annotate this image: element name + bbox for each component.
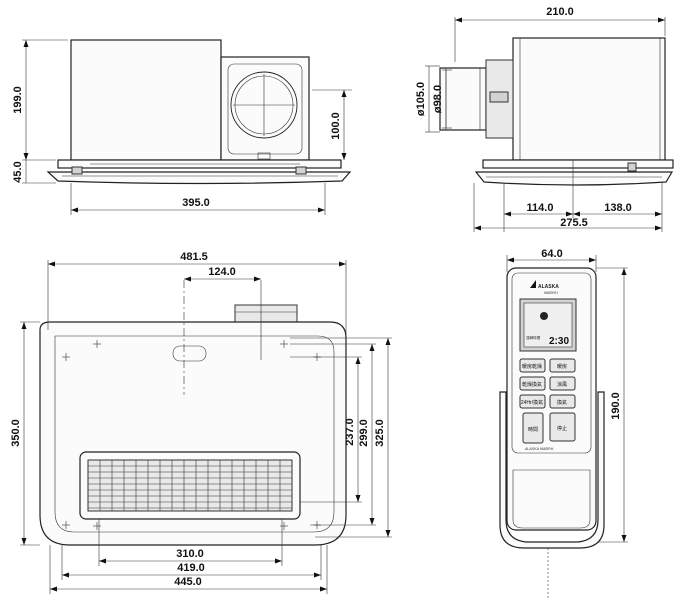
display-time: 2:30 [549, 336, 569, 347]
button-vent[interactable]: 換氣 [549, 394, 576, 409]
remote-model: 968SRH [544, 291, 558, 295]
dim-side-total: 275.5 [560, 217, 588, 229]
dim-remote-height: 190.0 [610, 392, 622, 420]
front-duct-box [220, 56, 310, 161]
front-panel [46, 171, 352, 185]
dim-front-duct: 100.0 [330, 112, 342, 140]
remote-holder [499, 391, 605, 549]
button-heat-dry[interactable]: 暖房乾燥 [519, 358, 546, 373]
dim-front-width: 395.0 [182, 197, 210, 209]
dim-side-right: 138.0 [604, 202, 632, 214]
dim-plan-inner-a: 237.0 [344, 418, 356, 446]
side-duct [439, 67, 487, 131]
display-status: 運轉時間 [526, 335, 541, 340]
dim-front-flange: 45.0 [12, 161, 24, 182]
button-stop[interactable]: 停止 [549, 412, 576, 442]
side-view: 210.0 ø105.0 ø98.0 114.0 138.0 275.5 [415, 6, 674, 232]
svg-text:乾燥換氣: 乾燥換氣 [522, 381, 542, 388]
front-housing [70, 39, 222, 161]
dim-plan-depth: 350.0 [10, 419, 22, 447]
button-time[interactable]: 時間 [522, 412, 544, 444]
button-dry-vent[interactable]: 乾燥換氣 [519, 376, 546, 391]
button-cool[interactable]: 涼風 [549, 376, 576, 391]
svg-text:時間: 時間 [528, 427, 538, 433]
plan-view: 481.5 124.0 350.0 237.0 299.0 325.0 [10, 251, 392, 594]
fan-icon [540, 312, 548, 320]
svg-text:停止: 停止 [557, 425, 567, 432]
svg-text:涼風: 涼風 [557, 381, 567, 388]
svg-text:暖房: 暖房 [557, 363, 567, 370]
dim-plan-total: 481.5 [180, 251, 208, 263]
dim-remote-width: 64.0 [541, 248, 562, 260]
dim-side-offset: 114.0 [527, 202, 554, 214]
remote-view: 64.0 190.0 ALASKA 968SRH 運轉時間 2:30 暖房乾燥 … [499, 248, 628, 598]
dim-plan-duct-offset: 124.0 [208, 266, 236, 278]
dim-plan-body: 419.0 [177, 562, 205, 574]
front-view: 199.0 45.0 100.0 395.0 [12, 39, 352, 215]
dim-plan-inner-b: 299.0 [358, 419, 370, 447]
side-housing [512, 37, 666, 161]
button-heat[interactable]: 暖房 [549, 358, 576, 373]
brand-logo-icon [530, 280, 536, 288]
dim-side-duct-outer: ø105.0 [415, 82, 427, 116]
dim-side-top: 210.0 [546, 6, 574, 18]
button-24hr-vent[interactable]: 24Hr/換氣 [519, 394, 546, 409]
dim-plan-grille: 310.0 [176, 548, 204, 560]
dim-plan-inner-c: 325.0 [374, 419, 386, 447]
dim-plan-panel: 445.0 [174, 576, 202, 588]
svg-text:暖房乾燥: 暖房乾燥 [522, 363, 542, 370]
dim-front-height: 199.0 [12, 86, 24, 114]
svg-text:換氣: 換氣 [557, 399, 567, 406]
remote-footer: ALASKA 968SRH [525, 447, 554, 451]
remote-brand: ALASKA [538, 284, 559, 290]
plan-grille [87, 459, 293, 512]
svg-text:24Hr/換氣: 24Hr/換氣 [521, 399, 543, 406]
dim-side-duct-inner: ø98.0 [432, 85, 444, 113]
